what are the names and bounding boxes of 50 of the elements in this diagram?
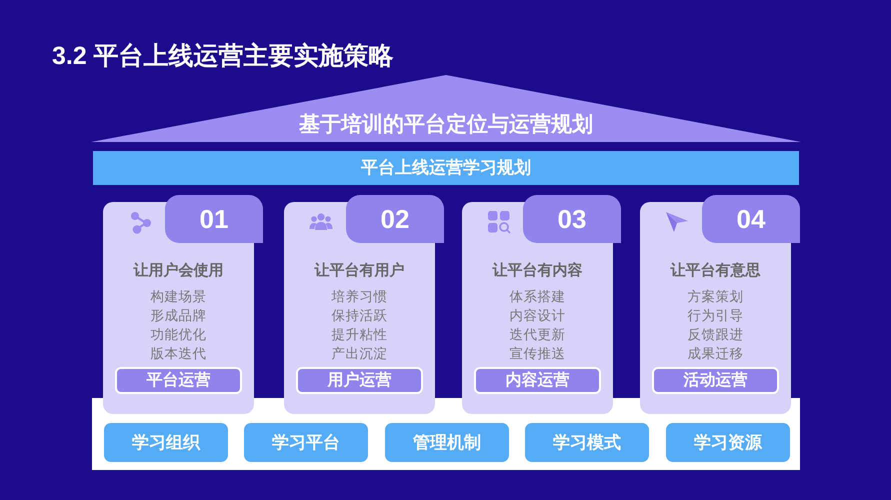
tab-number: 04 — [736, 204, 766, 234]
banner-title: 平台上线运营学习规划 — [361, 157, 531, 179]
list-item: 方案策划 — [688, 288, 744, 306]
plan-banner — [93, 151, 799, 185]
foundation-block — [385, 423, 509, 462]
block-text: 学习组织 — [132, 432, 200, 454]
list-item: 内容设计 — [510, 306, 566, 324]
tag-text: 内容运营 — [506, 370, 570, 390]
tab-number: 02 — [380, 204, 410, 234]
number-tab — [165, 195, 263, 243]
foundation-block — [666, 423, 790, 462]
list-item: 版本迭代 — [150, 344, 206, 362]
list-item: 迭代更新 — [510, 326, 566, 344]
category-tag — [652, 367, 779, 394]
list-item: 反馈跟进 — [688, 326, 744, 344]
pillar-heading: 让平台有意思 — [670, 261, 760, 281]
list-item: 宣传推送 — [510, 344, 566, 362]
foundation-block — [525, 423, 649, 462]
category-tag — [474, 367, 601, 394]
list-item: 提升粘性 — [332, 326, 388, 344]
pillar-heading: 让用户会使用 — [134, 261, 224, 281]
list-item: 成果迁移 — [688, 344, 744, 362]
number-tab — [702, 195, 800, 243]
list-item: 功能优化 — [150, 326, 206, 344]
tab-number: 01 — [200, 204, 228, 234]
list-item: 形成品牌 — [150, 306, 206, 324]
list-item: 行为引导 — [688, 306, 744, 324]
list-item: 体系搭建 — [510, 288, 566, 306]
block-text: 管理机制 — [413, 432, 481, 454]
pillar-heading: 让平台有内容 — [492, 261, 582, 281]
list-item: 保持活跃 — [332, 306, 388, 324]
roof-title: 基于培训的平台定位与运营规划 — [299, 112, 593, 138]
foundation-block — [104, 423, 228, 462]
number-tab — [346, 195, 444, 243]
block-text: 学习资源 — [694, 432, 762, 454]
category-tag — [296, 367, 423, 394]
list-item: 培养习惯 — [332, 288, 388, 306]
tab-number: 03 — [558, 204, 586, 234]
page-title: 3.2 平台上线运营主要实施策略 — [52, 41, 394, 72]
foundation-block — [244, 423, 368, 462]
pillar-heading: 让平台有用户 — [314, 261, 404, 281]
tag-text: 平台运营 — [146, 370, 210, 390]
list-item: 产出沉淀 — [332, 344, 388, 362]
category-tag — [115, 367, 242, 394]
number-tab — [523, 195, 621, 243]
list-item: 构建场景 — [150, 288, 206, 306]
tag-text: 活动运营 — [684, 370, 748, 390]
block-text: 学习平台 — [272, 432, 340, 454]
tag-text: 用户运营 — [328, 370, 392, 390]
block-text: 学习模式 — [553, 432, 621, 454]
